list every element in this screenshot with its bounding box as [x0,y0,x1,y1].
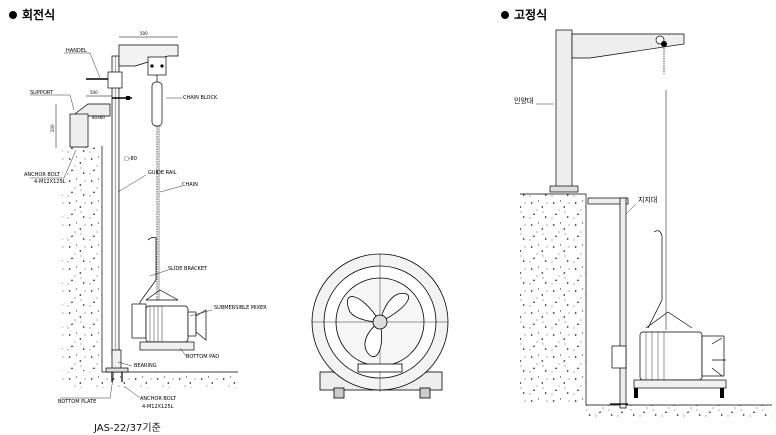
dim-support-section: 80X80 [92,115,105,120]
bullet-icon [501,10,509,19]
mixer-motor [145,305,189,343]
bullet-icon [9,10,17,19]
label-slide-bracket: SLIDE BRACKET [168,266,208,272]
top-jib-beam [118,44,179,67]
dim-support-height: 200 [50,124,55,132]
label-guide-rail: GUIDE RAIL [148,170,177,176]
caption: JAS-22/37기준 [94,423,161,434]
hoist-jib [571,33,685,59]
fixed-type-drawing [520,29,772,419]
fixed-mixer-motor [639,331,703,381]
floor-concrete [62,372,238,388]
front-view-drawing [311,253,449,399]
fixed-power-cable [647,230,663,329]
label-anchor-bolt-top-spec: 4-M12X125L [34,179,66,185]
bottom-plate [105,367,129,373]
propeller-blade-3 [364,321,382,357]
support-post [619,197,627,409]
pit-floor-concrete [586,405,772,419]
dim-support-width: 500 [90,90,98,95]
label-submersible-mixer: SUBMERSIBLE MIXER [214,305,267,311]
slide-bracket-block [131,303,147,339]
label-handel: HANDEL [66,48,87,54]
rotary-type-drawing: 500 200 80X80 500 [30,31,238,399]
label-anchor-bolt-top: ANCHOR BOLT [24,172,60,178]
label-bottom-plate: BOTTOM PLATE [58,399,97,405]
label-support-post: 지지대 [638,196,658,204]
label-support: SUPPORT [30,90,53,96]
pit-wall-concrete [520,194,586,402]
propeller-blade-2 [379,292,409,323]
label-anchor-bolt-bottom-spec: 4-M12X125L [142,404,174,410]
label-rail-size: □-80 [124,156,137,162]
header-rotary-label: 회전식 [22,8,56,22]
mixer-propeller [195,309,207,341]
label-bearing: BEARING [134,363,157,369]
header-rotary: 회전식 [9,6,55,23]
label-anchor-bolt-bottom: ANCHOR BOLT [140,396,176,402]
label-chain: CHAIN [182,182,198,188]
chain-block [151,81,163,127]
propeller-hub [372,314,388,330]
label-chain-block: CHAIN BLOCK [183,95,218,101]
hoist-column [555,29,573,189]
dim-top-width: 500 [140,31,148,36]
handel-clamp [107,71,123,89]
wall-concrete [62,146,102,371]
power-cable [139,236,157,312]
label-bottom-pad: BOTTOM PAD [186,354,220,360]
header-fixed-label: 고정식 [514,8,548,22]
header-fixed: 고정식 [501,6,547,23]
bottom-pad [139,341,195,351]
propeller-blade-1 [346,296,381,323]
label-hoist-column: 인양대 [514,97,534,105]
support-block [69,113,89,148]
